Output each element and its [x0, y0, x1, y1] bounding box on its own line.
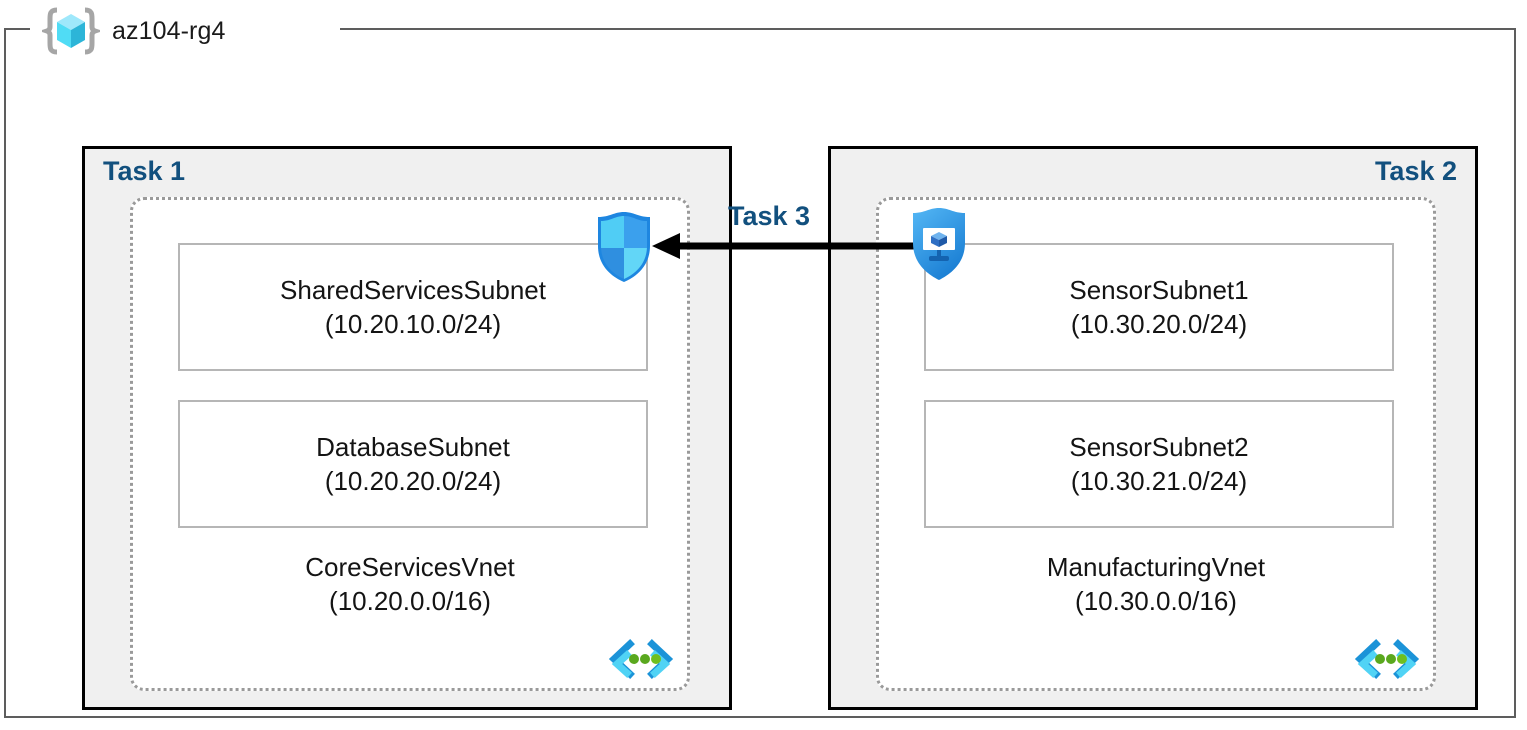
vnet-caption: ManufacturingVnet (10.30.0.0/16)	[879, 550, 1433, 619]
defender-shield-icon[interactable]	[902, 206, 976, 282]
vnet-name: ManufacturingVnet	[1046, 552, 1266, 582]
subnet-shared-services[interactable]: SharedServicesSubnet (10.20.10.0/24)	[178, 243, 648, 371]
vnet-peering-arrow	[652, 233, 914, 259]
subnet-name: SensorSubnet2	[1069, 431, 1249, 462]
subnet-database[interactable]: DatabaseSubnet (10.20.20.0/24)	[178, 400, 648, 528]
resource-group-name: az104-rg4	[112, 16, 226, 45]
resource-group-title: az104-rg4	[42, 6, 225, 56]
subnet-name: SharedServicesSubnet	[280, 274, 546, 305]
subnet-sensor-2[interactable]: SensorSubnet2 (10.30.21.0/24)	[924, 400, 1394, 528]
virtual-network-icon	[608, 639, 674, 679]
task-3-label: Task 3	[728, 201, 811, 231]
vnet-core-services[interactable]: SharedServicesSubnet (10.20.10.0/24) Dat…	[130, 197, 690, 691]
vnet-cidr: (10.20.0.0/16)	[329, 586, 491, 617]
panel-gap-background	[732, 146, 828, 710]
subnet-name: SensorSubnet1	[1069, 274, 1249, 305]
title-border-gap	[30, 18, 340, 40]
vnet-manufacturing[interactable]: SensorSubnet1 (10.30.20.0/24) SensorSubn…	[876, 197, 1436, 691]
task-1-label: Task 1	[103, 156, 186, 186]
task-2-label: Task 2	[1374, 156, 1457, 186]
azure-resource-group-icon	[42, 7, 100, 55]
subnet-sensor-1[interactable]: SensorSubnet1 (10.30.20.0/24)	[924, 243, 1394, 371]
cube-glyph	[931, 232, 947, 247]
subnet-cidr: (10.20.10.0/24)	[324, 309, 502, 339]
firewall-shield-icon[interactable]	[588, 210, 660, 284]
vnet-name: CoreServicesVnet	[305, 552, 515, 582]
vnet-caption: CoreServicesVnet (10.20.0.0/16)	[133, 550, 687, 619]
subnet-cidr: (10.20.20.0/24)	[324, 466, 502, 496]
vnet-cidr: (10.30.0.0/16)	[1075, 586, 1237, 617]
resource-group-container: Task 1 SharedServicesSubnet (10.20.10.0/…	[4, 28, 1516, 718]
subnet-cidr: (10.30.21.0/24)	[1070, 466, 1248, 496]
subnet-cidr: (10.30.20.0/24)	[1070, 309, 1248, 339]
virtual-network-icon	[1354, 639, 1420, 679]
subnet-name: DatabaseSubnet	[316, 431, 510, 462]
